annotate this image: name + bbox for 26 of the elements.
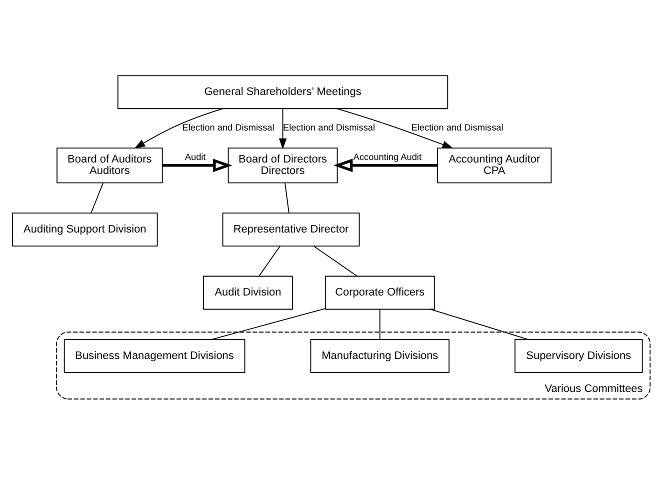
node-box: Auditing Support Division [12,212,158,246]
arrow [333,158,438,172]
node-box: Representative Director [222,212,360,246]
arrow [278,108,287,150]
connector [379,309,380,340]
edge-label: Accounting Audit [353,152,422,162]
connector [90,182,104,214]
node-box: Corporate Officers [324,276,435,310]
node-box: Board of Auditors Auditors [56,148,163,184]
arrow [336,108,454,148]
edge-label: Audit [184,152,206,162]
edge-label: Election and Dismissal [182,122,274,133]
edge-label: Election and Dismissal [283,122,376,133]
edge-label: Election and Dismissal [411,122,504,133]
node-box: Audit Division [203,276,293,310]
connector [258,246,280,276]
connector [284,182,290,214]
node-box: General Shareholders’ Meetings [117,75,448,110]
arrow [134,108,224,149]
arrow [162,158,232,172]
connector [313,246,358,277]
node-box: Supervisory Divisions [514,339,643,373]
node-box: Board of Directors Directors [228,148,338,184]
node-box: Accounting Auditor CPA [437,148,552,184]
node-box: Manufacturing Divisions [310,339,450,373]
node-box: Business Management Divisions [64,339,246,373]
